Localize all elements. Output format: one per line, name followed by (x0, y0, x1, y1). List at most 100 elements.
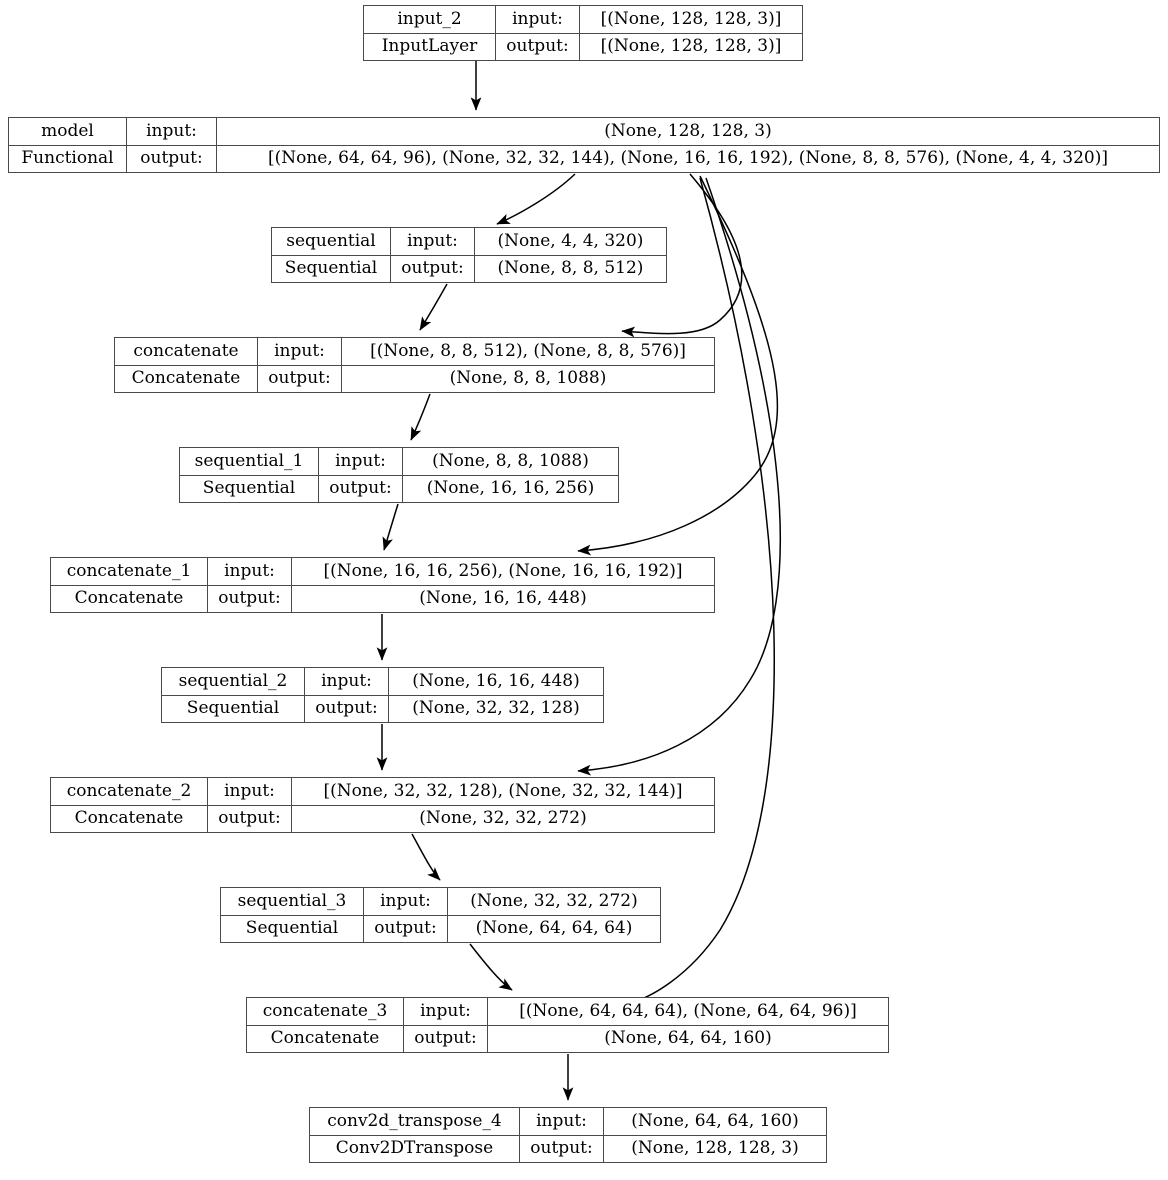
node-output-shape-sequential: (None, 8, 8, 512) (497, 258, 644, 279)
node-name-sequential_1: sequential_1 (180, 448, 319, 475)
node-output-label-sequential: output: (391, 255, 475, 282)
node-input-shape-conv2d_transpose_4: (None, 64, 64, 160) (631, 1110, 799, 1131)
node-input-label-concatenate: input: (258, 338, 342, 365)
node-type-concatenate_1: Concatenate (51, 585, 208, 612)
node-output-shape-concatenate_3: (None, 64, 64, 160) (604, 1028, 772, 1049)
node-output-label-sequential_3: output: (364, 915, 448, 942)
edge-sequential_3-to-concatenate_3 (469, 943, 513, 991)
node-name-conv2d_transpose_4: conv2d_transpose_4 (310, 1108, 520, 1135)
node-name-sequential_3: sequential_3 (221, 888, 364, 915)
node-input-shape-input_2: [(None, 128, 128, 3)] (600, 8, 782, 29)
edge-sequential-to-concatenate (419, 283, 448, 331)
node-output-shape-concatenate_1: (None, 16, 16, 448) (419, 588, 587, 609)
node-output-label-concatenate_1: output: (208, 585, 292, 612)
edge-concatenate-to-sequential_1 (410, 393, 431, 441)
node-input-shape-concatenate_1: [(None, 16, 16, 256), (None, 16, 16, 192… (323, 560, 683, 581)
node-output-shape-concatenate_2: (None, 32, 32, 272) (419, 808, 587, 829)
node-type-input_2: InputLayer (364, 33, 496, 60)
node-output-shape-sequential_3: (None, 64, 64, 64) (475, 918, 633, 939)
node-input-shape-sequential_3: (None, 32, 32, 272) (470, 890, 638, 911)
node-name-concatenate_3: concatenate_3 (247, 998, 404, 1025)
node-input-shape-concatenate: [(None, 8, 8, 512), (None, 8, 8, 576)] (370, 340, 686, 361)
node-output-shape-sequential_1: (None, 16, 16, 256) (426, 478, 595, 499)
node-type-model: Functional (9, 145, 127, 172)
node-output-shape-model: [(None, 64, 64, 96), (None, 32, 32, 144)… (267, 148, 1108, 169)
node-output-label-concatenate_2: output: (208, 805, 292, 832)
node-type-concatenate_3: Concatenate (247, 1025, 404, 1052)
node-name-concatenate_1: concatenate_1 (51, 558, 208, 585)
node-output-shape-sequential_2: (None, 32, 32, 128) (412, 698, 580, 719)
node-input-label-sequential_1: input: (319, 448, 403, 475)
node-input-shape-concatenate_3: [(None, 64, 64, 64), (None, 64, 64, 96)] (519, 1000, 857, 1021)
node-name-sequential: sequential (272, 228, 391, 255)
node-output-shape-conv2d_transpose_4: (None, 128, 128, 3) (631, 1138, 799, 1159)
node-input-shape-sequential_1: (None, 8, 8, 1088) (432, 450, 589, 471)
node-output-label-model: output: (127, 145, 217, 172)
edge-sequential_1-to-concatenate_1 (382, 503, 399, 551)
node-type-sequential_2: Sequential (162, 695, 305, 722)
node-type-concatenate_2: Concatenate (51, 805, 208, 832)
node-output-label-sequential_2: output: (305, 695, 389, 722)
node-input-label-concatenate_2: input: (208, 778, 292, 805)
node-input-label-input_2: input: (496, 6, 580, 33)
node-type-sequential_3: Sequential (221, 915, 364, 942)
node-input-shape-concatenate_2: [(None, 32, 32, 128), (None, 32, 32, 144… (323, 780, 683, 801)
node-type-sequential: Sequential (272, 255, 391, 282)
node-output-label-sequential_1: output: (319, 475, 403, 502)
node-input-label-concatenate_1: input: (208, 558, 292, 585)
node-name-sequential_2: sequential_2 (162, 668, 305, 695)
node-input-label-model: input: (127, 118, 217, 145)
node-output-label-concatenate_3: output: (404, 1025, 488, 1052)
node-name-input_2: input_2 (364, 6, 496, 33)
edge-concatenate_2-to-sequential_3 (411, 833, 441, 881)
node-input-label-conv2d_transpose_4: input: (520, 1108, 604, 1135)
node-output-label-input_2: output: (496, 33, 580, 60)
node-type-conv2d_transpose_4: Conv2DTranspose (310, 1135, 520, 1162)
node-input-shape-sequential_2: (None, 16, 16, 448) (412, 670, 580, 691)
node-name-concatenate: concatenate (115, 338, 258, 365)
node-output-shape-concatenate: (None, 8, 8, 1088) (449, 368, 607, 389)
node-input-shape-sequential: (None, 4, 4, 320) (497, 230, 644, 251)
node-type-concatenate: Concatenate (115, 365, 258, 392)
node-name-model: model (9, 118, 127, 145)
edge-model-to-sequential (496, 173, 576, 225)
node-output-shape-input_2: [(None, 128, 128, 3)] (600, 36, 782, 57)
node-type-sequential_1: Sequential (180, 475, 319, 502)
node-input-shape-model: (None, 128, 128, 3) (604, 120, 772, 141)
node-output-label-conv2d_transpose_4: output: (520, 1135, 604, 1162)
node-output-label-concatenate: output: (258, 365, 342, 392)
node-input-label-concatenate_3: input: (404, 998, 488, 1025)
node-input-label-sequential_3: input: (364, 888, 448, 915)
